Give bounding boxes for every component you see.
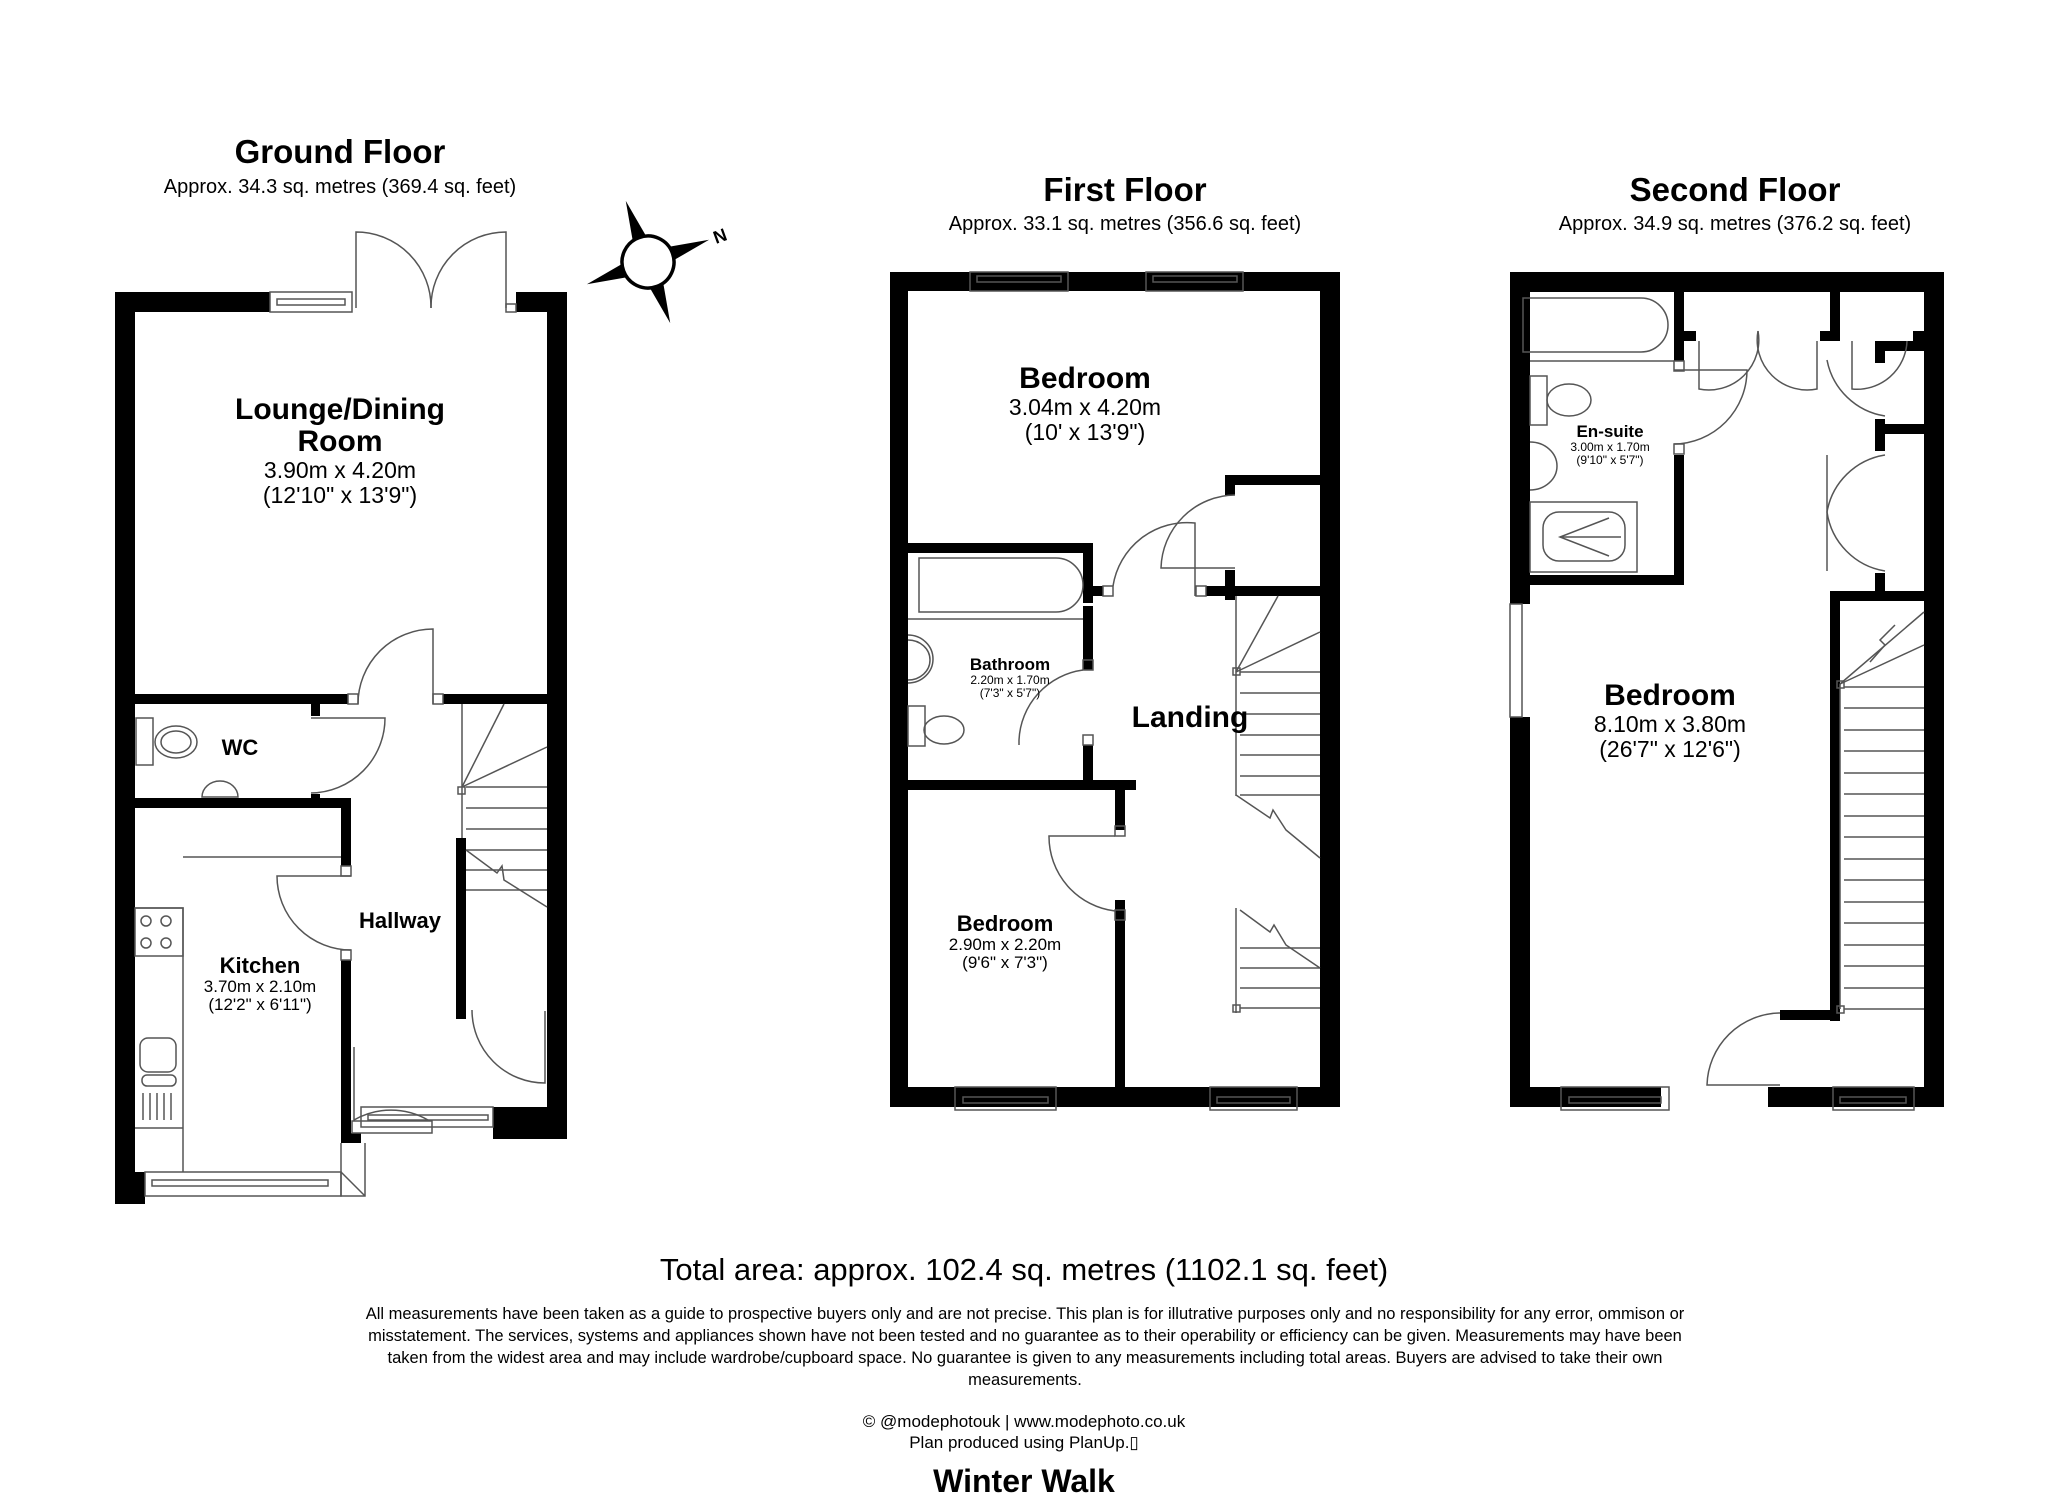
room-dim-metric: 3.00m x 1.70m [1570, 440, 1650, 454]
room-landing: Landing [1120, 702, 1260, 734]
ground-floor-title: Ground Floor [234, 133, 446, 170]
room-dim-metric: 8.10m x 3.80m [1593, 711, 1747, 737]
second-floor-plan [1509, 272, 1944, 1111]
room-name: Bedroom [1604, 679, 1736, 712]
disclaimer-text: All measurements have been taken as a gu… [365, 1305, 1685, 1389]
room-dim-imperial: (10' x 13'9") [1024, 419, 1146, 445]
room-bedroom-1: Bedroom 3.04m x 4.20m (10' x 13'9") [975, 363, 1195, 445]
room-name: Bedroom [956, 911, 1054, 936]
room-name-line2: Room [297, 425, 383, 458]
room-dim-imperial: (7'3" x 5'7") [979, 686, 1041, 700]
room-name: En-suite [1576, 422, 1644, 441]
first-floor-title: First Floor [1043, 171, 1207, 208]
credit-line: © @modephotouk | www.modephoto.co.uk [862, 1412, 1186, 1431]
room-dim-metric: 3.90m x 4.20m [263, 457, 417, 483]
room-bedroom-2: Bedroom 2.90m x 2.20m (9'6" x 7'3") [930, 912, 1080, 972]
room-dim-metric: 3.04m x 4.20m [1008, 394, 1162, 420]
room-dim-imperial: (12'2" x 6'11") [208, 995, 312, 1014]
room-lounge-dining: Lounge/Dining Room 3.90m x 4.20m (12'10"… [200, 394, 480, 508]
first-floor-plan [890, 271, 1340, 1111]
compass-rose-icon [586, 200, 710, 324]
room-dim-metric: 2.20m x 1.70m [970, 673, 1050, 687]
room-master-bedroom: Bedroom 8.10m x 3.80m (26'7" x 12'6") [1570, 680, 1770, 762]
ground-floor-area: Approx. 34.3 sq. metres (369.4 sq. feet) [163, 176, 517, 198]
room-en-suite: En-suite 3.00m x 1.70m (9'10" x 5'7") [1560, 423, 1660, 467]
room-name: Bedroom [1019, 362, 1151, 395]
room-bathroom: Bathroom 2.20m x 1.70m (7'3" x 5'7") [955, 656, 1065, 700]
ground-floor-plan [115, 231, 567, 1204]
room-name: Kitchen [219, 953, 301, 978]
second-floor-title: Second Floor [1629, 171, 1841, 208]
room-name: Landing [1131, 701, 1249, 734]
room-kitchen: Kitchen 3.70m x 2.10m (12'2" x 6'11") [190, 954, 330, 1014]
room-dim-imperial: (26'7" x 12'6") [1599, 736, 1741, 762]
room-hallway: Hallway [345, 909, 455, 933]
room-wc: WC [210, 736, 270, 760]
compass-north-label: N [711, 225, 730, 248]
room-dim-imperial: (12'10" x 13'9") [262, 482, 418, 508]
room-dim-imperial: (9'6" x 7'3") [962, 953, 1048, 972]
room-name: Bathroom [969, 655, 1051, 674]
planup-credit: Plan produced using PlanUp.▯ [909, 1433, 1139, 1452]
room-dim-metric: 2.90m x 2.20m [948, 935, 1062, 954]
room-dim-metric: 3.70m x 2.10m [203, 977, 317, 996]
room-dim-imperial: (9'10" x 5'7") [1576, 453, 1644, 467]
room-name: Lounge/Dining [235, 393, 445, 426]
room-name: WC [221, 735, 259, 760]
total-area: Total area: approx. 102.4 sq. metres (11… [659, 1252, 1389, 1287]
second-floor-area: Approx. 34.9 sq. metres (376.2 sq. feet) [1558, 213, 1912, 235]
room-name: Hallway [359, 908, 441, 933]
first-floor-area: Approx. 33.1 sq. metres (356.6 sq. feet) [948, 213, 1302, 235]
property-name: Winter Walk [933, 1463, 1115, 1499]
